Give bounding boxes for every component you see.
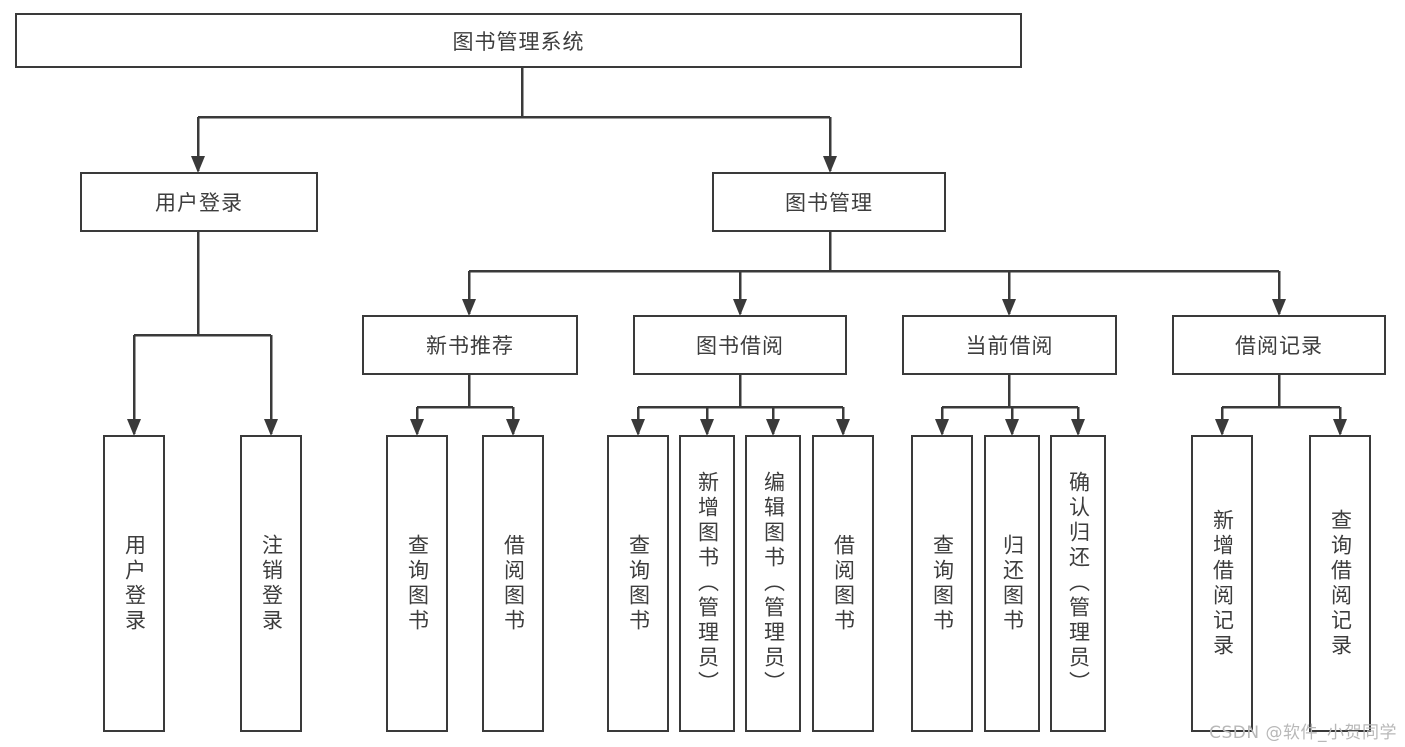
node-label: 编辑图书（管理员） [761, 471, 786, 696]
node-label: 借阅图书 [831, 533, 856, 634]
node-label: 查询图书 [405, 533, 430, 634]
leaf-query-books-recommend[interactable]: 查询图书 [386, 435, 448, 732]
node-book-management[interactable]: 图书管理 [712, 172, 946, 232]
leaf-confirm-return-admin[interactable]: 确认归还（管理员） [1050, 435, 1106, 732]
leaf-query-borrow-record[interactable]: 查询借阅记录 [1309, 435, 1371, 732]
node-label: 借阅图书 [501, 533, 526, 634]
node-label: 新书推荐 [426, 334, 514, 358]
node-label: 用户登录 [155, 191, 243, 215]
node-label: 用户登录 [122, 533, 147, 634]
node-label: 查询图书 [626, 533, 651, 634]
node-label: 确认归还（管理员） [1066, 471, 1091, 696]
node-label: 图书借阅 [696, 334, 784, 358]
leaf-query-books-current[interactable]: 查询图书 [911, 435, 973, 732]
node-label: 新增图书（管理员） [695, 471, 720, 696]
node-label: 查询图书 [930, 533, 955, 634]
leaf-add-borrow-record[interactable]: 新增借阅记录 [1191, 435, 1253, 732]
leaf-query-books-borrow[interactable]: 查询图书 [607, 435, 669, 732]
node-label: 查询借阅记录 [1328, 508, 1353, 659]
node-label: 借阅记录 [1235, 334, 1323, 358]
node-user-login[interactable]: 用户登录 [80, 172, 318, 232]
node-root[interactable]: 图书管理系统 [15, 13, 1022, 68]
node-new-book-recommend[interactable]: 新书推荐 [362, 315, 578, 375]
leaf-borrow-book[interactable]: 借阅图书 [812, 435, 874, 732]
node-label: 当前借阅 [965, 334, 1054, 358]
node-borrow-records[interactable]: 借阅记录 [1172, 315, 1386, 375]
leaf-user-login[interactable]: 用户登录 [103, 435, 165, 732]
leaf-logout[interactable]: 注销登录 [240, 435, 302, 732]
node-current-borrow[interactable]: 当前借阅 [902, 315, 1117, 375]
leaf-borrow-books-recommend[interactable]: 借阅图书 [482, 435, 544, 732]
node-label: 图书管理 [785, 191, 873, 215]
leaf-return-book[interactable]: 归还图书 [984, 435, 1040, 732]
leaf-edit-book-admin[interactable]: 编辑图书（管理员） [745, 435, 801, 732]
node-book-borrow[interactable]: 图书借阅 [633, 315, 847, 375]
node-label: 归还图书 [1000, 533, 1025, 634]
node-label: 新增借阅记录 [1210, 508, 1235, 659]
watermark: CSDN @软件_小贺同学 [1209, 723, 1397, 743]
node-label: 图书管理系统 [452, 29, 585, 54]
node-label: 注销登录 [259, 533, 284, 634]
leaf-add-book-admin[interactable]: 新增图书（管理员） [679, 435, 735, 732]
